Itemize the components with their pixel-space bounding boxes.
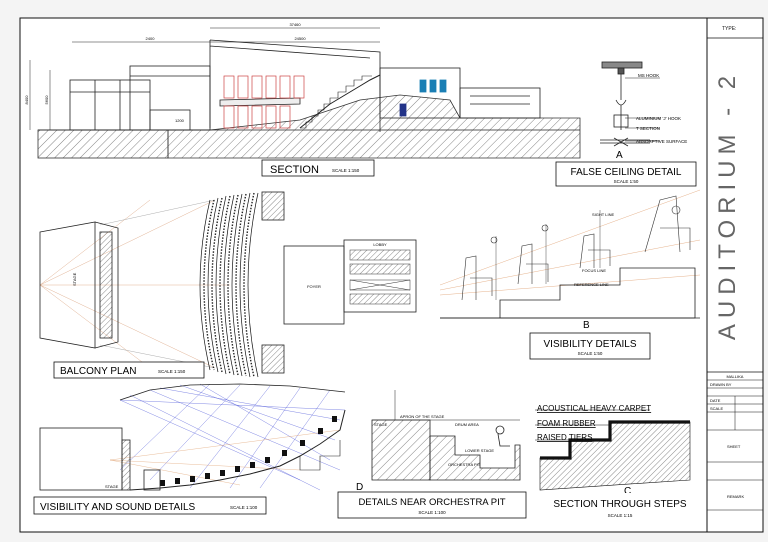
- section-dim-6: 5600: [44, 95, 49, 105]
- fc-label-1: MS HOOK: [638, 73, 659, 78]
- vis-marker: B: [583, 320, 590, 331]
- sound-drawing: [39, 383, 346, 491]
- visibility-title-box: VISIBILITY DETAILS SCALE 1:50: [529, 332, 651, 360]
- tb-row-6: REMARK: [727, 494, 744, 499]
- tb-row-5: SHEET: [727, 444, 741, 449]
- fc-label-3: T SECTION: [636, 126, 660, 131]
- balcony-title: BALCONY PLAN: [60, 366, 137, 377]
- balcony-plan-drawing: [39, 191, 417, 378]
- visibility-title: VISIBILITY DETAILS: [544, 339, 637, 350]
- false-ceiling-title: FALSE CEILING DETAIL: [571, 167, 682, 178]
- steps-title-box: SECTION THROUGH STEPS SCALE 1:15: [534, 493, 704, 521]
- steps-label-2: FOAM RUBBER: [537, 419, 596, 428]
- orch-label-4: LOWER STAGE: [465, 448, 494, 453]
- section-dim-3: 24500: [294, 36, 306, 41]
- vis-label-3: REFERENCE LINE: [574, 282, 609, 287]
- section-dim-2: 2400: [146, 36, 156, 41]
- false-ceiling-scale: SCALE 1:50: [614, 179, 639, 184]
- orchestra-scale: SCALE 1:100: [418, 510, 446, 515]
- steps-label-1: ACOUSTICAL HEAVY CARPET: [537, 404, 651, 413]
- balcony-scale: SCALE 1:150: [158, 369, 186, 374]
- orchestra-title: DETAILS NEAR ORCHESTRA PIT: [358, 497, 505, 508]
- balcony-label-stage: STAGE: [72, 272, 77, 286]
- orch-label-1: APRON OF THE STAGE: [400, 414, 445, 419]
- visibility-drawing: [439, 189, 701, 319]
- section-title-box: SECTION SCALE 1:150: [261, 159, 375, 177]
- section-scale: SCALE 1:150: [332, 168, 360, 173]
- fc-label-2: ALUMINIUM 'J' HOOK: [636, 116, 681, 121]
- false-ceiling-title-box: FALSE CEILING DETAIL SCALE 1:50: [555, 161, 697, 187]
- false-ceiling-drawing: [600, 61, 660, 147]
- balcony-title-box: BALCONY PLAN SCALE 1:150: [53, 361, 205, 379]
- steps-drawing: [535, 409, 691, 491]
- section-dim-1: 37460: [289, 22, 301, 27]
- steps-marker: C: [624, 486, 631, 497]
- orch-label-5: ORCHESTRA PIT: [448, 462, 481, 467]
- balcony-label-foyer: FOYER: [307, 284, 321, 289]
- type-label: TYPE:: [722, 26, 736, 32]
- fc-marker: A: [616, 150, 623, 161]
- section-dim-4: 1200: [175, 118, 185, 123]
- steps-title: SECTION THROUGH STEPS: [553, 499, 686, 510]
- orch-label-2: STAGE: [374, 422, 388, 427]
- vis-label-2: FOCUS LINE: [582, 268, 606, 273]
- sound-title: VISIBILITY AND SOUND DETAILS: [40, 502, 196, 513]
- orch-marker: D: [356, 482, 363, 493]
- tb-row-3: DATE: [710, 398, 721, 403]
- steps-scale: SCALE 1:15: [608, 513, 633, 518]
- vis-label-1: SIGHT LINE: [592, 212, 614, 217]
- sheet-title: AUDITORIUM - 2: [714, 70, 741, 340]
- tb-row-1: MALLIKA: [727, 374, 744, 379]
- orchestra-drawing: [371, 390, 521, 481]
- fc-label-4: ABSORPTIVE SURFACE: [636, 139, 687, 144]
- sound-label-stage: STAGE: [105, 484, 119, 489]
- section-dim-5: 8400: [24, 95, 29, 105]
- orch-label-3: DRUM AREA: [455, 422, 479, 427]
- section-title: SECTION: [270, 164, 319, 176]
- tb-row-4: SCALE: [710, 406, 723, 411]
- tb-row-2: DRAWN BY: [710, 382, 732, 387]
- visibility-scale: SCALE 1:50: [578, 351, 603, 356]
- steps-label-3: RAISED TIERS: [537, 433, 592, 442]
- balcony-label-lobby: LOBBY: [373, 242, 387, 247]
- section-drawing: [29, 27, 581, 159]
- sound-scale: SCALE 1:100: [230, 505, 258, 510]
- title-block: TYPE: AUDITORIUM - 2 MALLIKA DRAWN BY DA…: [706, 18, 763, 532]
- sound-title-box: VISIBILITY AND SOUND DETAILS SCALE 1:100: [33, 496, 267, 515]
- orchestra-title-box: DETAILS NEAR ORCHESTRA PIT SCALE 1:100: [337, 491, 527, 519]
